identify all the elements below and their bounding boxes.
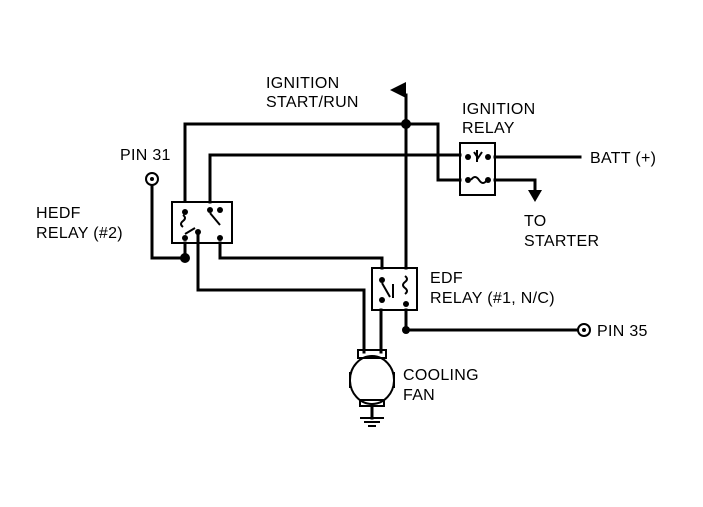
ignition-relay [459, 142, 496, 196]
label-hedf-line1: HEDF [36, 205, 81, 222]
ground-icon [360, 417, 384, 427]
wire-ignition-bus [183, 122, 462, 202]
label-ignition-line1: IGNITION [266, 75, 340, 92]
pin35-terminal [577, 323, 591, 337]
wire-hedf-to-ignition-relay [208, 153, 462, 204]
starter-arrow [528, 190, 542, 202]
label-to-starter-line1: TO [524, 213, 547, 230]
junction-dot [402, 326, 410, 334]
ignition-arrow [390, 82, 406, 98]
wire-hedf-to-edf [218, 241, 384, 270]
label-hedf-line2: RELAY (#2) [36, 225, 123, 242]
labels: IGNITION START/RUN IGNITION RELAY BATT (… [36, 75, 656, 404]
label-batt: BATT (+) [590, 150, 656, 167]
label-ignition-relay-line1: IGNITION [462, 101, 536, 118]
label-edf-line2: RELAY (#1, N/C) [430, 290, 555, 307]
label-cooling-fan-line2: FAN [403, 387, 435, 404]
label-ignition-line2: START/RUN [266, 94, 359, 111]
wires [150, 93, 582, 354]
label-pin35: PIN 35 [597, 323, 648, 340]
label-to-starter-line2: STARTER [524, 233, 599, 250]
label-cooling-fan-line1: COOLING [403, 367, 479, 384]
label-pin31: PIN 31 [120, 147, 171, 164]
wire-pin31 [150, 184, 187, 260]
label-edf-line1: EDF [430, 270, 463, 287]
wire-hedf-to-fan [196, 230, 366, 354]
cooling-fan-motor [349, 349, 395, 420]
pin31-terminal [145, 172, 159, 186]
label-ignition-relay-line2: RELAY [462, 120, 515, 137]
hedf-relay [171, 201, 233, 244]
wire-to-starter [493, 178, 537, 194]
wire-edf-to-pin35 [404, 308, 579, 332]
junction-dot [401, 119, 411, 129]
edf-relay [371, 267, 418, 311]
junction-dot [180, 253, 190, 263]
